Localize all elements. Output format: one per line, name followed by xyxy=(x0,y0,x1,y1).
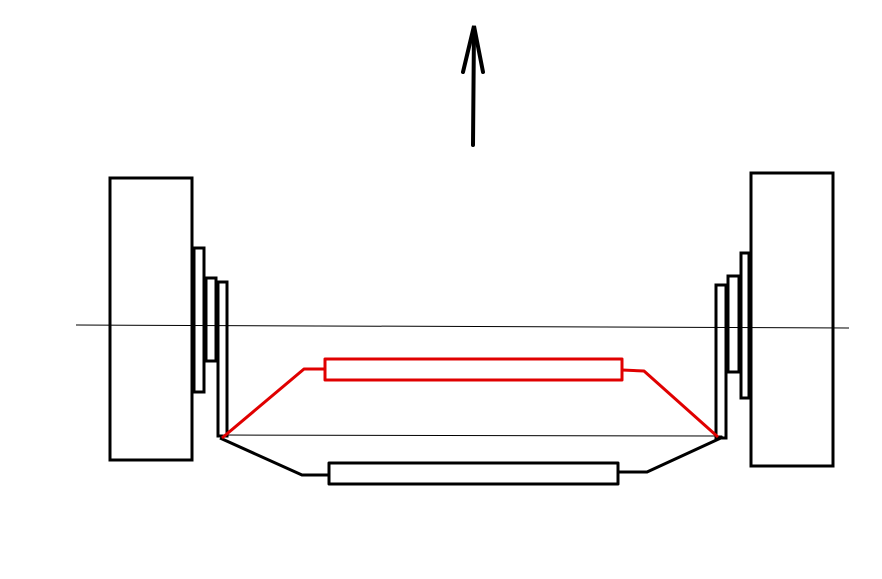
original-linkage xyxy=(219,435,724,486)
tie-rod-reference-line xyxy=(221,434,723,437)
right-wheel xyxy=(749,171,835,468)
displaced-linkage xyxy=(221,357,719,440)
right-tie-rod xyxy=(618,435,724,474)
right-hub-middle xyxy=(726,274,741,374)
left-wheel xyxy=(108,176,194,462)
left-hub-middle xyxy=(204,276,218,363)
right-hub-outer xyxy=(739,251,751,400)
left-tie-rod xyxy=(219,436,329,477)
right-tie-rod-displaced xyxy=(621,368,719,439)
left-hub-outer xyxy=(192,246,206,394)
up-arrow-icon xyxy=(461,25,485,147)
steering-rack-displaced xyxy=(323,357,624,382)
left-tie-rod-displaced xyxy=(221,367,325,440)
